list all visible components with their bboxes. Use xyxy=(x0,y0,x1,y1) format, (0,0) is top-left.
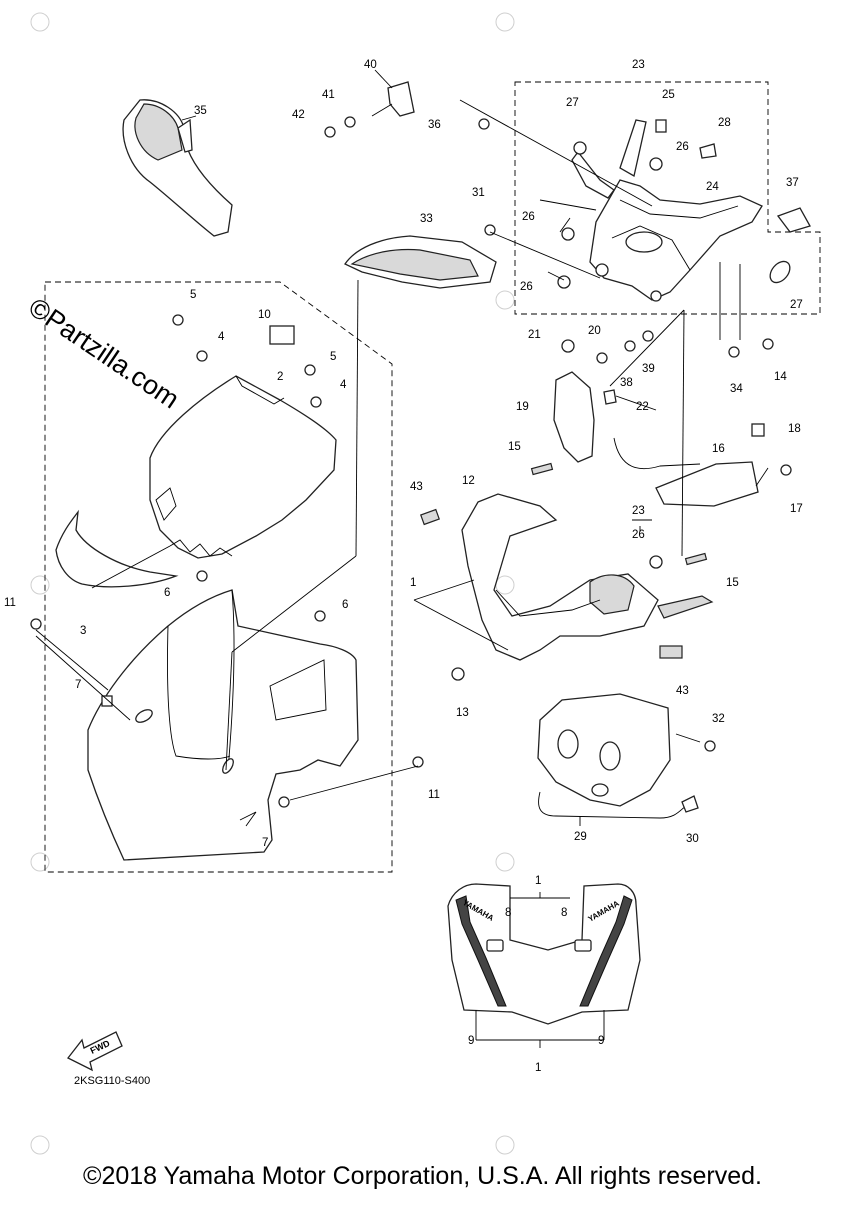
lower-panel-15 xyxy=(657,595,714,619)
callout-43: 43 xyxy=(410,481,423,493)
callout-15: 15 xyxy=(508,441,521,453)
harness-29 xyxy=(538,791,687,819)
copyright-notice: ©2018 Yamaha Motor Corporation, U.S.A. A… xyxy=(83,1162,762,1190)
callout-25: 25 xyxy=(662,89,675,101)
callout-17: 17 xyxy=(790,503,803,515)
callout-9: 9 xyxy=(468,1035,474,1047)
callout-31: 31 xyxy=(472,187,485,199)
callout-10: 10 xyxy=(258,309,271,321)
cowling-assembly-box xyxy=(44,281,393,873)
callout-1: 1 xyxy=(535,875,541,887)
callout-26: 26 xyxy=(520,281,533,293)
callout-35: 35 xyxy=(194,105,207,117)
callout-36: 36 xyxy=(428,119,441,131)
callout-43: 43 xyxy=(676,685,689,697)
drawing-code: 2KSG110-S400 xyxy=(74,1075,151,1087)
callout-12: 12 xyxy=(462,475,475,487)
leader-lines xyxy=(35,69,769,1048)
fasteners xyxy=(30,81,811,813)
callout-38: 38 xyxy=(620,377,633,389)
callout-7: 7 xyxy=(262,837,268,849)
bracket-19 xyxy=(553,371,595,463)
callout-24: 24 xyxy=(706,181,719,193)
callout-30: 30 xyxy=(686,833,699,845)
graphic-decal: YAMAHA YAMAHA xyxy=(447,883,641,1025)
callout-6: 6 xyxy=(342,599,348,611)
callout-7: 7 xyxy=(75,679,81,691)
callout-16: 16 xyxy=(712,443,725,455)
callout-22: 22 xyxy=(636,401,649,413)
callout-42: 42 xyxy=(292,109,305,121)
callout-14: 14 xyxy=(774,371,787,383)
callout-26: 26 xyxy=(522,211,535,223)
callout-2: 2 xyxy=(277,371,283,383)
callout-34: 34 xyxy=(730,383,743,395)
callout-18: 18 xyxy=(788,423,801,435)
callout-15: 15 xyxy=(726,577,739,589)
inner-panel xyxy=(55,509,179,588)
stay-assembly-box xyxy=(514,81,821,315)
callout-26: 26 xyxy=(676,141,689,153)
fwd-arrow: FWD xyxy=(67,1031,123,1072)
callout-41: 41 xyxy=(322,89,335,101)
headlight-unit xyxy=(537,693,671,807)
callout-5: 5 xyxy=(190,289,196,301)
callout-40: 40 xyxy=(364,59,377,71)
callout-27: 27 xyxy=(566,97,579,109)
callout-labels: 1 1 1 2 3 4 4 5 5 6 6 7 7 8 8 9 9 10 11 … xyxy=(4,59,803,1074)
wire-16 xyxy=(613,437,701,470)
callout-4: 4 xyxy=(218,331,225,343)
callout-33: 33 xyxy=(420,213,433,225)
callout-3: 3 xyxy=(80,625,86,637)
callout-11: 11 xyxy=(4,597,16,609)
callout-20: 20 xyxy=(588,325,601,337)
callout-23: 23 xyxy=(632,505,645,517)
callout-26: 26 xyxy=(632,529,645,541)
windshield xyxy=(149,375,337,559)
side-cover-33 xyxy=(344,235,497,289)
signal-panel-16 xyxy=(655,461,759,507)
callout-28: 28 xyxy=(718,117,731,129)
callout-1: 1 xyxy=(535,1062,541,1074)
callout-32: 32 xyxy=(712,713,725,725)
front-cowling xyxy=(87,589,359,861)
callout-29: 29 xyxy=(574,831,587,843)
callout-5: 5 xyxy=(330,351,336,363)
cowling-stay-assembly xyxy=(571,119,763,302)
callout-1: 1 xyxy=(410,577,416,589)
callout-19: 19 xyxy=(516,401,529,413)
callout-27: 27 xyxy=(790,299,803,311)
callout-6: 6 xyxy=(164,587,170,599)
callout-13: 13 xyxy=(456,707,469,719)
callout-4: 4 xyxy=(340,379,347,391)
callout-8: 8 xyxy=(505,907,511,919)
callout-8: 8 xyxy=(561,907,567,919)
callout-37: 37 xyxy=(786,177,799,189)
callout-23: 23 xyxy=(632,59,645,71)
inner-cowling-12 xyxy=(461,493,659,661)
rear-view-mirror xyxy=(122,99,233,237)
callout-39: 39 xyxy=(642,363,655,375)
callout-9: 9 xyxy=(598,1035,604,1047)
callout-21: 21 xyxy=(528,329,541,341)
callout-11: 11 xyxy=(428,789,440,801)
